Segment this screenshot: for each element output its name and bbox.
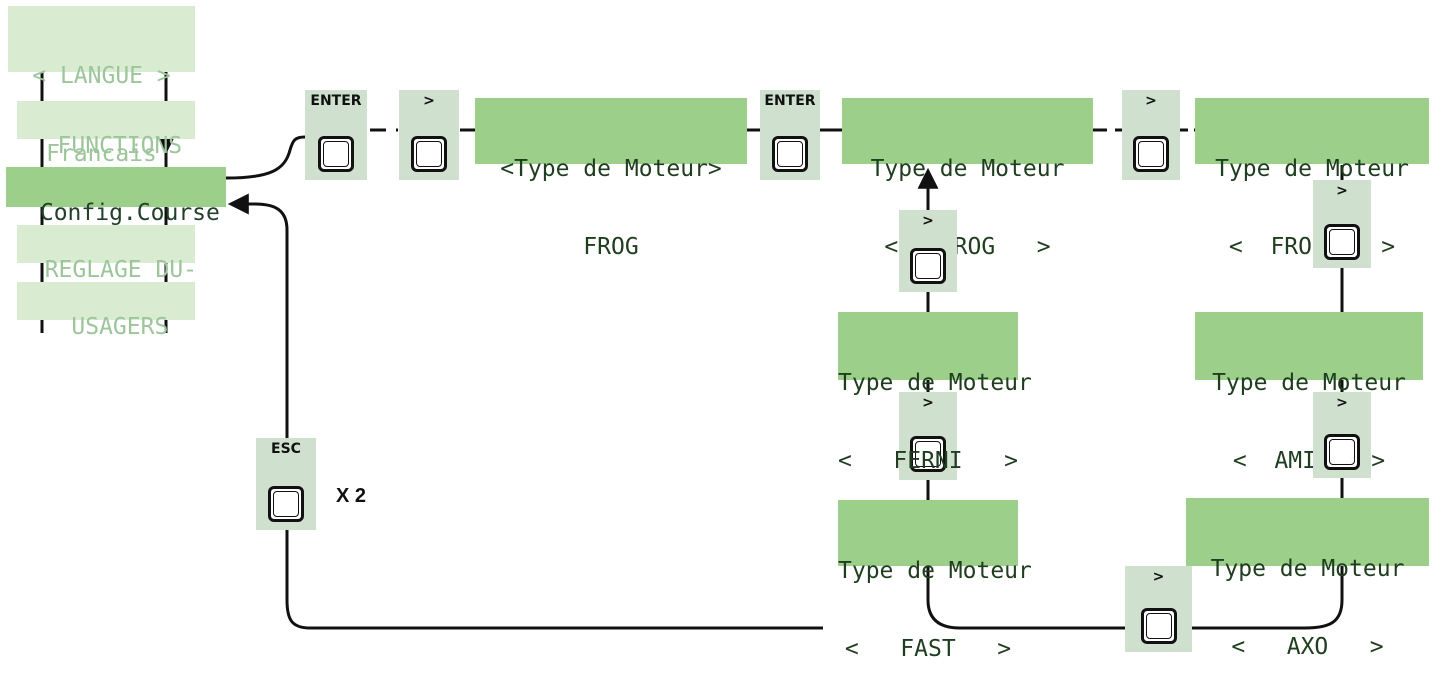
enter-key-1[interactable]: ENTER (305, 90, 367, 180)
next-key-4[interactable]: > (1313, 392, 1371, 478)
menu-config-course-label: Config.Course (39, 200, 220, 226)
next-button-6[interactable] (910, 436, 946, 472)
menu-usagers[interactable]: USAGERS (17, 282, 195, 340)
enter-key-1-label: ENTER (310, 93, 362, 109)
display-ferni-value: < FERNI > (838, 448, 1019, 474)
display-frog-title: Type de Moteur (870, 156, 1065, 182)
next-key-2[interactable]: > (1122, 90, 1180, 180)
link-config-enter (225, 135, 306, 180)
next-key-2-label: > (1145, 93, 1157, 109)
display-fast: Type de Moteur < FAST > (838, 500, 1032, 662)
menu-functions-label: FUNCTIONS (57, 133, 183, 159)
link-axo-bottom (1192, 566, 1344, 630)
next-button-2[interactable] (1133, 136, 1169, 172)
next-key-6-label: > (922, 395, 934, 411)
enter-button-2[interactable] (772, 136, 808, 172)
esc-key-label: ESC (271, 441, 301, 457)
esc-repeat-note: X 2 (336, 485, 367, 507)
next-key-4-label: > (1336, 395, 1348, 411)
next-key-6[interactable]: > (899, 392, 957, 480)
display-type-header-value: FROG (583, 234, 639, 260)
display-frog-j-title: Type de Moteur (1215, 156, 1409, 182)
next-key-1[interactable]: > (399, 90, 459, 180)
next-key-5-label: > (1152, 569, 1165, 585)
enter-key-2-label: ENTER (764, 93, 816, 109)
next-key-3-label: > (1336, 183, 1348, 199)
menu-usagers-label: USAGERS (71, 314, 169, 340)
display-frog-value: < FROG > (884, 234, 1051, 260)
esc-return-arrow (227, 193, 289, 440)
display-type-header: <Type de Moteur> FROG (475, 98, 747, 260)
next-key-7[interactable]: > (899, 210, 957, 292)
next-button-5[interactable] (1140, 608, 1177, 644)
display-amico-title: Type de Moteur (1212, 370, 1406, 396)
next-button-7[interactable] (910, 248, 946, 284)
menu-langue[interactable]: < LANGUE > Francais (8, 6, 195, 167)
display-amico-value: < AMICO > (1232, 448, 1386, 474)
display-fast-title: Type de Moteur (838, 558, 1032, 584)
menu-functions[interactable]: FUNCTIONS (17, 101, 195, 159)
esc-key[interactable]: ESC (256, 438, 316, 530)
next-button-4[interactable] (1324, 434, 1360, 470)
menu-config-course[interactable]: Config.Course (6, 167, 226, 226)
esc-button[interactable] (268, 486, 304, 522)
menu-reglage-label: REGLAGE DU- (44, 257, 198, 283)
next-key-1-label: > (423, 93, 435, 109)
next-key-5[interactable]: > (1125, 566, 1192, 652)
link-bottom-fast (926, 566, 1125, 630)
display-frog-j: Type de Moteur < FROG-J > (1195, 98, 1429, 260)
display-frog: Type de Moteur < FROG > (842, 98, 1093, 260)
enter-key-2[interactable]: ENTER (760, 90, 820, 180)
display-fast-value: < FAST > (844, 636, 1012, 662)
next-key-3[interactable]: > (1313, 180, 1371, 268)
display-ferni-title: Type de Moteur (838, 370, 1032, 396)
display-axo-title: Type de Moteur (1210, 556, 1405, 582)
menu-langue-title: < LANGUE > (32, 63, 171, 89)
esc-return-path (285, 530, 823, 630)
display-type-header-title: <Type de Moteur> (500, 156, 722, 182)
display-frog-j-value: < FROG-J > (1228, 234, 1396, 260)
display-axo: Type de Moteur < AXO > (1186, 498, 1429, 660)
display-amico: Type de Moteur < AMICO > (1195, 312, 1423, 474)
display-axo-value: < AXO > (1231, 634, 1384, 660)
menu-reglage[interactable]: REGLAGE DU- (17, 225, 197, 283)
next-button-1[interactable] (411, 136, 447, 172)
next-button-3[interactable] (1324, 224, 1360, 260)
menu-langue-value: Francais (8, 141, 195, 167)
display-ferni: Type de Moteur < FERNI > (838, 312, 1032, 474)
next-key-7-label: > (922, 213, 934, 229)
enter-button-1[interactable] (318, 136, 354, 172)
